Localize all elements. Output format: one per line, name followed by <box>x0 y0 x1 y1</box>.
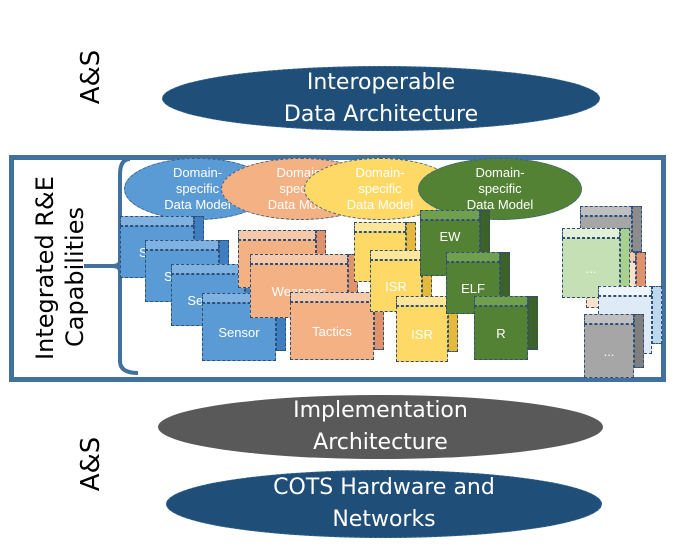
implementation-line-1: Implementation <box>293 398 468 423</box>
cots-line-2: Networks <box>332 507 436 532</box>
side-label-line-1: Integrated R&E <box>31 176 59 360</box>
tactics-box: Tactics <box>290 292 384 360</box>
integrated-re-capabilities-label: Integrated R&E Capabilities <box>30 176 92 360</box>
integrated-capabilities-frame <box>9 155 666 382</box>
interop-line-1: Interoperable <box>306 69 456 95</box>
r-box: R <box>474 296 538 360</box>
implementation-architecture-ellipse: Implementation Architecture <box>158 395 603 459</box>
top-as-label: A&S <box>76 49 106 105</box>
interop-line-2: Data Architecture <box>283 101 479 127</box>
bottom-as-label: A&S <box>76 436 106 492</box>
cots-line-1: COTS Hardware and <box>273 475 495 500</box>
implementation-line-2: Architecture <box>313 430 448 455</box>
domain-model-green: Domain- specific Data Model <box>418 158 582 220</box>
interoperable-data-architecture-ellipse: Interoperable Data Architecture <box>162 66 600 131</box>
isr-box-2: ISR <box>396 296 458 362</box>
cots-hardware-networks-ellipse: COTS Hardware and Networks <box>166 470 602 538</box>
gray-box-front: ... <box>584 314 644 378</box>
sensor-box-4: Sensor <box>202 293 286 361</box>
